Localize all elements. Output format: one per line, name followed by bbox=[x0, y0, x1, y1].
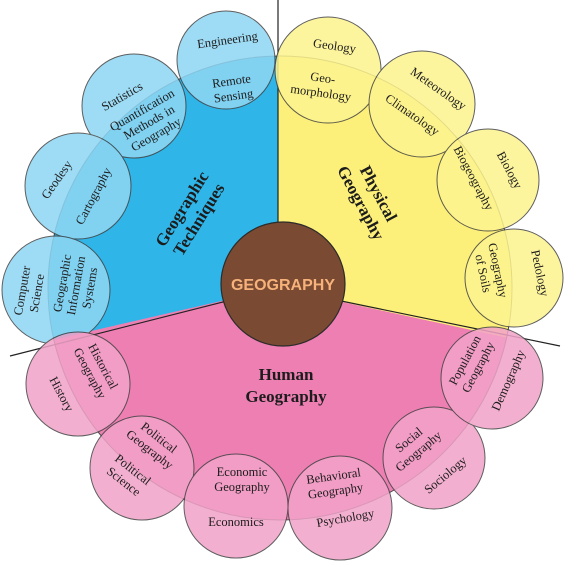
petal-political-science bbox=[89, 415, 195, 521]
inner-label-line-1: Geo- bbox=[309, 69, 336, 86]
petal-history bbox=[25, 331, 131, 437]
outer-label: Geology bbox=[312, 36, 357, 56]
petal-geodesy bbox=[24, 132, 132, 240]
inner-label-line-2: Sensing bbox=[213, 86, 255, 105]
human-title: Human Geography bbox=[245, 365, 327, 406]
petal-circles bbox=[1, 10, 564, 561]
label-remote-sensing: Remote Sensing bbox=[211, 71, 255, 105]
petal-sociology bbox=[382, 406, 486, 510]
inner-label-line-1: Remote bbox=[211, 71, 252, 90]
outer-label: Economics bbox=[208, 515, 264, 529]
label-economics: Economics bbox=[208, 515, 264, 529]
petal-pedology bbox=[464, 228, 564, 328]
center-circle bbox=[220, 221, 346, 347]
center-label: GEOGRAPHY bbox=[231, 277, 335, 294]
outer-label-line-2: Science bbox=[27, 272, 48, 313]
petal-statistics bbox=[81, 53, 187, 159]
label-economic-geography: Economic Geography bbox=[214, 465, 270, 494]
petal-meteorology bbox=[368, 50, 476, 158]
label-computer-science: Computer Science bbox=[11, 264, 48, 316]
petal-biology bbox=[436, 128, 540, 232]
inner-label-line-1: Economic bbox=[217, 465, 268, 479]
inner-label-line-2: Geography bbox=[214, 480, 270, 494]
petal-geology bbox=[274, 16, 382, 124]
label-geology: Geology bbox=[312, 36, 357, 56]
petal-demography bbox=[440, 326, 544, 430]
human-title-line-1: Human bbox=[259, 365, 314, 384]
human-title-line-2: Geography bbox=[245, 387, 327, 406]
petal-psychology bbox=[287, 455, 393, 561]
petal-engineering bbox=[176, 10, 276, 110]
